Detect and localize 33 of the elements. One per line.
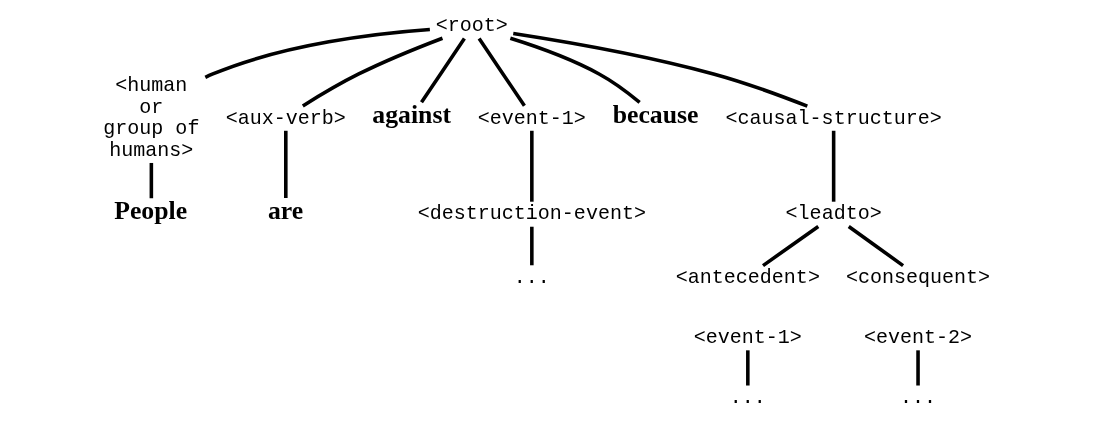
- connector: [204, 27, 430, 80]
- node-text: <leadto>: [785, 202, 882, 226]
- node-text: <event-2>: [863, 326, 973, 350]
- connector: [284, 130, 288, 199]
- connector: [513, 31, 808, 108]
- node-text: <event-1>: [693, 326, 802, 350]
- node-text: <consequent>: [845, 266, 991, 290]
- node-text: <destruction-event>: [417, 202, 646, 226]
- node-text: <aux-verb>: [225, 106, 346, 130]
- connector: [916, 350, 920, 386]
- connector: [420, 37, 466, 104]
- node-text: ...: [729, 386, 766, 410]
- connector: [149, 162, 154, 199]
- connector: [847, 225, 905, 268]
- node-text: <antecedent>: [675, 266, 820, 290]
- node-text: ...: [513, 266, 550, 290]
- node-text: against: [372, 100, 452, 130]
- node-text: <event-1>: [477, 106, 586, 130]
- node-text: <human or group of humans>: [103, 74, 200, 162]
- connector: [746, 350, 750, 386]
- connector: [509, 36, 641, 104]
- connector: [530, 226, 534, 266]
- node-text: ...: [900, 386, 937, 410]
- node-text: because: [612, 100, 699, 130]
- node-text: <root>: [435, 14, 508, 38]
- connector: [831, 130, 836, 202]
- connector: [762, 225, 820, 268]
- connector: [477, 37, 526, 107]
- node-text: <causal-structure>: [725, 106, 942, 130]
- node-text: People: [114, 196, 188, 226]
- connector: [301, 36, 444, 108]
- node-text: are: [267, 196, 304, 226]
- connector: [530, 130, 534, 202]
